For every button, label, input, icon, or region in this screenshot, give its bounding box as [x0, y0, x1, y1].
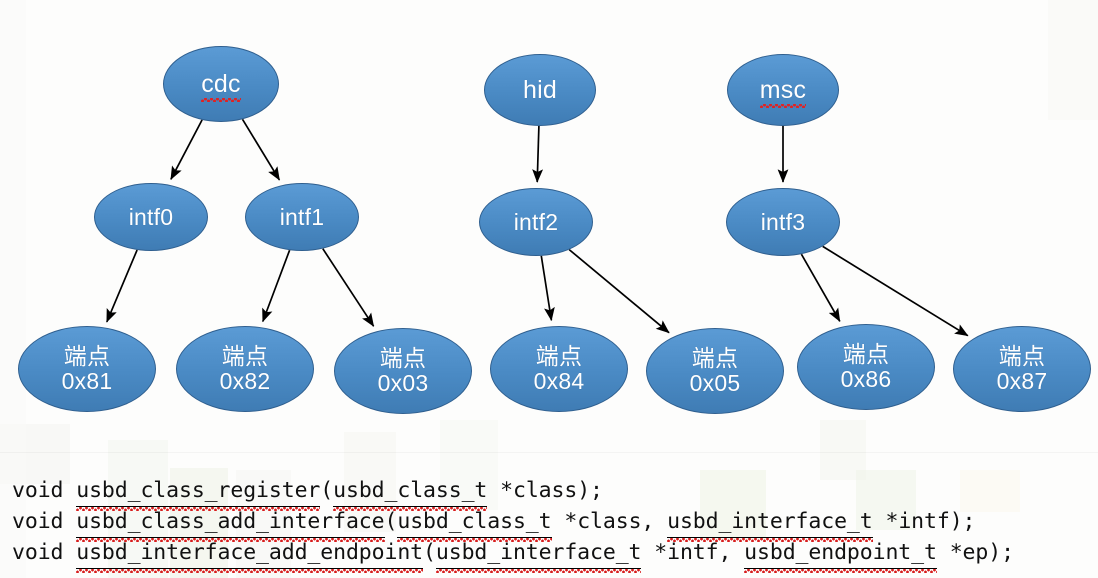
code-text: *class); — [487, 478, 603, 503]
edge-intf2-to-ep84 — [540, 255, 555, 322]
misspelled-identifier: usbd_interface_add_endpoint — [76, 538, 423, 573]
node-hid[interactable]: hid — [484, 54, 596, 126]
code-line: void usbd_class_add_interface(usbd_class… — [12, 507, 1014, 542]
endpoint-address: 0x84 — [533, 368, 585, 394]
code-text: *ep); — [936, 540, 1014, 565]
endpoint-address: 0x03 — [377, 370, 429, 396]
edge-intf2-to-ep05 — [568, 248, 670, 334]
code-line: void usbd_interface_add_endpoint(usbd_in… — [12, 538, 1014, 573]
section-divider — [0, 452, 1098, 453]
node-label: intf0 — [128, 203, 174, 230]
endpoint-address: 0x87 — [996, 368, 1048, 394]
node-intf2[interactable]: intf2 — [479, 188, 593, 256]
code-text: *intf); — [872, 509, 976, 534]
node-label: intf2 — [513, 208, 559, 235]
endpoint-title: 端点 — [998, 343, 1046, 370]
edge-hid-to-intf2 — [532, 125, 544, 183]
misspelled-identifier: usbd_class_register — [76, 476, 320, 511]
misspelled-identifier: usbd_endpoint_t — [744, 538, 937, 573]
code-text: *class, — [551, 509, 668, 534]
edge-cdc-to-intf0 — [170, 119, 203, 181]
code-text: *intf, — [641, 540, 745, 565]
node-label: intf3 — [760, 208, 806, 235]
misspelled-identifier: usbd_interface_t — [667, 507, 873, 542]
endpoint-title: 端点 — [221, 343, 269, 370]
code-text: ( — [320, 478, 334, 503]
edge-intf0-to-ep81 — [106, 249, 138, 323]
code-text: void — [12, 509, 77, 534]
edge-intf3-to-ep87 — [822, 245, 969, 337]
code-line: void usbd_class_register(usbd_class_t *c… — [12, 476, 1014, 511]
endpoint-address: 0x05 — [689, 370, 741, 396]
node-label: hid — [523, 75, 557, 104]
misspelled-identifier: usbd_class_add_interface — [76, 507, 385, 542]
code-text: ( — [423, 540, 436, 565]
endpoint-address: 0x81 — [61, 368, 113, 394]
endpoint-title: 端点 — [379, 345, 427, 372]
node-intf3[interactable]: intf3 — [726, 188, 840, 256]
node-label: msc — [759, 75, 807, 108]
node-cdc[interactable]: cdc — [163, 46, 279, 122]
endpoint-title: 端点 — [842, 341, 890, 368]
misspelled-identifier: usbd_class_t — [333, 476, 488, 511]
node-label: cdc — [201, 69, 241, 102]
endpoint-address: 0x86 — [840, 366, 892, 392]
code-text: ( — [384, 509, 398, 534]
misspelled-identifier: usbd_interface_t — [435, 538, 642, 573]
endpoint-address: 0x82 — [219, 368, 271, 394]
edge-intf3-to-ep86 — [800, 253, 841, 323]
code-signature-block: void usbd_class_register(usbd_class_t *c… — [12, 476, 1014, 573]
edge-intf1-to-ep03 — [322, 248, 375, 327]
node-intf1[interactable]: intf1 — [245, 183, 359, 251]
code-text: void — [12, 540, 77, 565]
node-label: intf1 — [279, 203, 325, 230]
misspelled-identifier: usbd_class_t — [397, 507, 552, 542]
node-intf0[interactable]: intf0 — [94, 183, 208, 251]
endpoint-title: 端点 — [535, 343, 583, 370]
node-msc[interactable]: msc — [727, 54, 839, 126]
code-text: void — [12, 478, 77, 503]
endpoint-title: 端点 — [691, 345, 739, 372]
edge-group — [106, 118, 969, 337]
edge-intf1-to-ep82 — [262, 249, 291, 323]
endpoint-title: 端点 — [63, 343, 111, 370]
edge-cdc-to-intf1 — [241, 118, 281, 181]
